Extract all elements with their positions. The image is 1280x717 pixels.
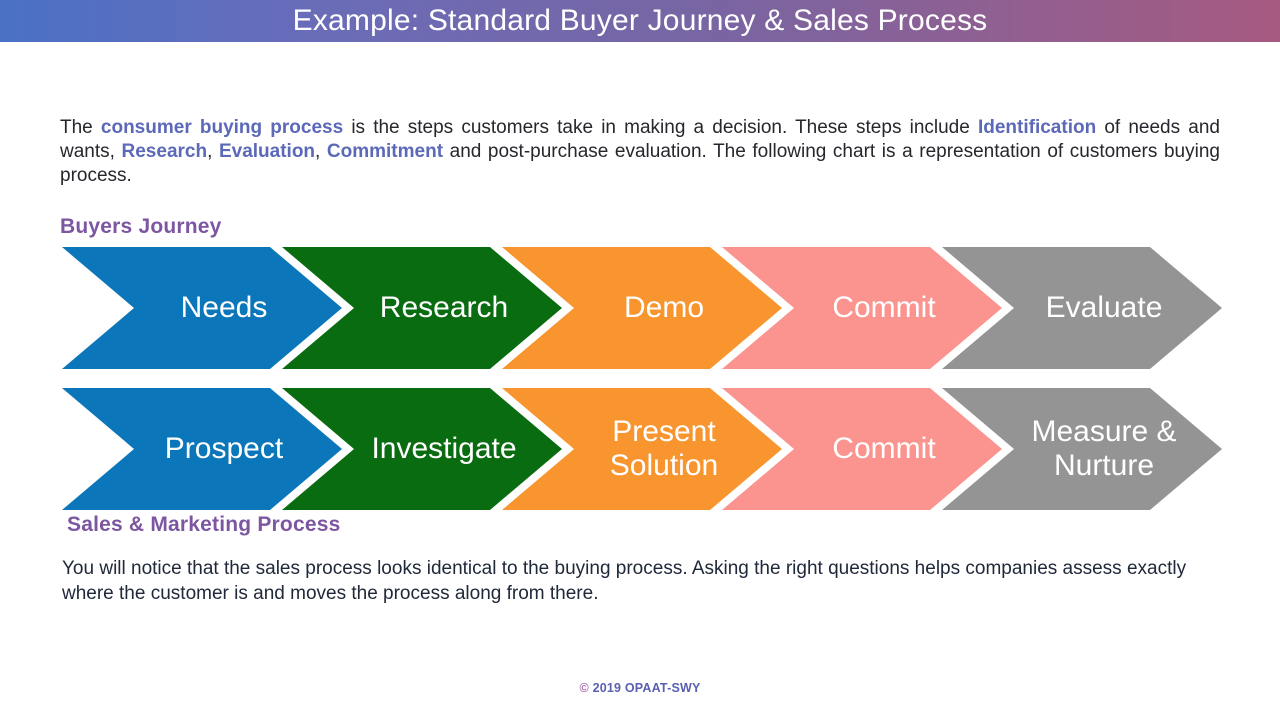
- chevron-label: Present Solution: [609, 415, 719, 482]
- chevron-measure-nurture: Measure & Nurture: [942, 388, 1222, 510]
- footer-copyright: © 2019 OPAAT-SWY: [0, 681, 1280, 695]
- chevron-research: Research: [282, 247, 562, 369]
- chevron-label: Demo: [623, 291, 705, 325]
- chevron-evaluate: Evaluate: [942, 247, 1222, 369]
- intro-highlight-identification: Identification: [977, 117, 1097, 138]
- header-bar: Example: Standard Buyer Journey & Sales …: [0, 0, 1280, 42]
- intro-highlight-research: Research: [121, 141, 208, 162]
- intro-text-segment: ,: [315, 141, 327, 162]
- intro-text-segment: of needs and wants,: [60, 117, 1220, 162]
- chevron-shape: Evaluate: [942, 247, 1222, 369]
- chevron-label: Prospect: [164, 432, 284, 466]
- outro-paragraph: You will notice that the sales process l…: [62, 558, 1187, 604]
- chevron-label: Commit: [832, 432, 936, 466]
- sales-marketing-heading: Sales & Marketing Process: [67, 513, 341, 536]
- chevron-prospect: Prospect: [62, 388, 342, 510]
- page-title: Example: Standard Buyer Journey & Sales …: [292, 4, 988, 37]
- chevron-label: Research: [379, 291, 509, 325]
- chevron-commit-sales: Commit: [722, 388, 1002, 510]
- chevron-demo: Demo: [502, 247, 782, 369]
- intro-highlight-consumer-buying-process: consumer buying process: [100, 117, 344, 138]
- chevron-present-solution: Present Solution: [502, 388, 782, 510]
- buyers-journey-heading: Buyers Journey: [60, 215, 222, 238]
- chevron-needs: Needs: [62, 247, 342, 369]
- intro-text-segment: is the steps customers take in making a …: [343, 117, 978, 138]
- intro-paragraph: The consumer buying process is the steps…: [60, 116, 1220, 188]
- chevron-commit: Commit: [722, 247, 1002, 369]
- footer-text: 2019 OPAAT-SWY: [592, 681, 701, 695]
- intro-highlight-evaluation: Evaluation: [218, 141, 316, 162]
- chevron-investigate: Investigate: [282, 388, 562, 510]
- intro-text-segment: and post-purchase evaluation. The follow…: [60, 141, 1220, 186]
- sales-process-row: Prospect Investigate Present Solution Co…: [62, 388, 1222, 510]
- copyright-symbol: ©: [579, 681, 589, 695]
- chevron-shape: Measure & Nurture: [942, 388, 1222, 510]
- chevron-label: Investigate: [371, 432, 517, 466]
- intro-text-segment: The: [60, 117, 101, 138]
- intro-text-segment: ,: [207, 141, 219, 162]
- chevron-label: Evaluate: [1045, 291, 1163, 325]
- chevron-label: Measure & Nurture: [1031, 415, 1177, 482]
- chevron-label: Needs: [180, 291, 268, 325]
- buyer-journey-row: Needs Research Demo Commit Evalu: [62, 247, 1222, 369]
- slide-content: The consumer buying process is the steps…: [60, 116, 1222, 606]
- chevron-label: Commit: [832, 291, 936, 325]
- intro-highlight-commitment: Commitment: [326, 141, 444, 162]
